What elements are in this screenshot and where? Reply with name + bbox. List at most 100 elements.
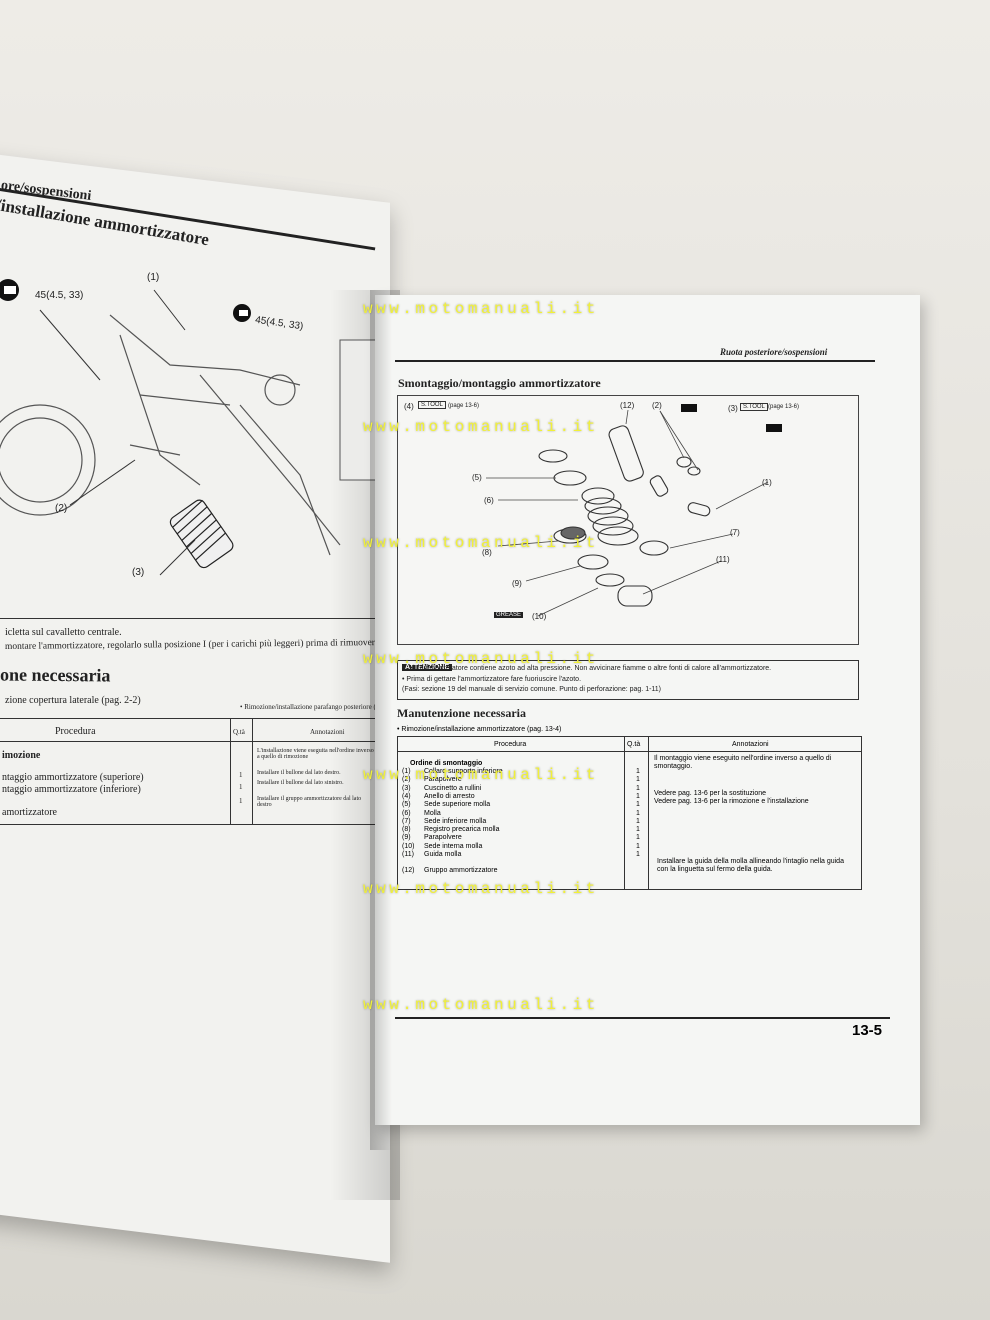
maintenance-ref: • Rimozione/installazione ammortizzatore… bbox=[397, 726, 562, 733]
left-section-title: one necessaria bbox=[0, 664, 111, 686]
tool-tag-3: S.TOOL bbox=[740, 403, 768, 411]
note-3: Vedere pag. 13-6 per la rimozione e l'in… bbox=[654, 798, 809, 805]
left-row-1: imozione bbox=[2, 750, 41, 761]
row-part-name: Molla bbox=[424, 809, 441, 817]
label-11: (11) bbox=[716, 555, 730, 564]
grease-tag: GREASE bbox=[494, 612, 524, 618]
page-number: 13-5 bbox=[852, 1022, 883, 1039]
watermark: www.motomanuali.it bbox=[363, 418, 599, 436]
exploded-shock-drawing bbox=[486, 404, 782, 617]
ring-7 bbox=[639, 540, 669, 556]
left-note-3: Installare il bullone dal lato sinistro. bbox=[257, 780, 344, 786]
right-header-rule bbox=[395, 360, 875, 362]
left-row-2: ntaggio ammortizzatore (superiore) bbox=[2, 772, 144, 783]
ring-4 bbox=[538, 449, 568, 463]
row-part-name: Guida molla bbox=[424, 851, 462, 858]
row-number: (6) bbox=[402, 809, 411, 817]
row-number: (10) bbox=[402, 842, 415, 850]
watermark: www.motomanuali.it bbox=[363, 534, 599, 552]
label-6: (6) bbox=[484, 496, 494, 505]
row-part-name: Sede interna molla bbox=[424, 842, 483, 850]
left-callout-1: (1) bbox=[147, 272, 160, 283]
row-quantity: 1 bbox=[636, 817, 640, 825]
label-2: (2) bbox=[652, 401, 662, 410]
row-quantity: 1 bbox=[636, 792, 640, 800]
label-4: (4) bbox=[404, 402, 414, 411]
row-quantity: 1 bbox=[636, 851, 640, 858]
torque-icons-right bbox=[681, 404, 782, 432]
left-ref-1: zione copertura laterale (pag. 2-2) bbox=[5, 695, 141, 706]
label-10: (10) bbox=[532, 612, 547, 621]
note-2: Vedere pag. 13-6 per la sostituzione bbox=[654, 790, 767, 797]
watermark: www.motomanuali.it bbox=[363, 650, 599, 668]
book-gutter bbox=[370, 290, 392, 1150]
left-ref-2: • Rimozione/installazione parafango post… bbox=[240, 703, 393, 711]
row-number: (5) bbox=[402, 801, 411, 809]
table-header-proc: Procedura bbox=[494, 741, 527, 748]
procedure-table bbox=[397, 736, 862, 890]
row-number: (12) bbox=[402, 867, 415, 875]
row-part-name: Anello di arresto bbox=[424, 792, 475, 800]
row-quantity: 1 bbox=[636, 784, 640, 792]
table-header-qty: Q.tà bbox=[627, 741, 641, 748]
warning-line-3: (Fasi: sezione 19 del manuale di servizi… bbox=[402, 686, 662, 693]
left-callout-2: (2) bbox=[55, 503, 68, 514]
label-9: (9) bbox=[512, 579, 522, 588]
label-4-ref: (page 13-6) bbox=[448, 403, 480, 409]
shock-absorber-drawing bbox=[169, 499, 234, 569]
row-number: (8) bbox=[402, 826, 411, 834]
label-7: (7) bbox=[730, 528, 740, 537]
note-1: Il montaggio viene eseguito nell'ordine … bbox=[654, 755, 832, 762]
right-header: Ruota posteriore/sospensioni bbox=[720, 347, 828, 357]
footer-rule bbox=[395, 1017, 890, 1019]
note-4b: con la linguetta sul fermo della guida. bbox=[657, 866, 773, 873]
warning-line-2: • Prima di gettare l'ammortizzatore fare… bbox=[402, 676, 582, 683]
label-8: (8) bbox=[482, 548, 492, 557]
note-4: Installare la guida della molla allinean… bbox=[657, 858, 844, 865]
tool-tag-4: S.TOOL bbox=[418, 401, 446, 409]
row-quantity: 1 bbox=[636, 768, 640, 775]
left-shock-diagram bbox=[0, 279, 380, 576]
row-number: (1) bbox=[402, 768, 411, 775]
left-diagram-bottom-rule bbox=[0, 618, 380, 619]
left-instruction-2: montare l'ammortizzatore, regolarlo sull… bbox=[4, 638, 383, 652]
label-5: (5) bbox=[472, 473, 482, 482]
watermark: www.motomanuali.it bbox=[363, 880, 599, 898]
left-row-3: ntaggio ammortizzatore (inferiore) bbox=[2, 784, 141, 795]
collar-1 bbox=[687, 502, 711, 517]
maintenance-title: Manutenzione necessaria bbox=[397, 706, 526, 720]
row-quantity: 1 bbox=[636, 801, 640, 809]
ring-5 bbox=[553, 470, 587, 486]
warning-box bbox=[397, 660, 859, 700]
left-qty-3: 1 bbox=[239, 783, 243, 791]
label-3-ref: (page 13-6) bbox=[768, 404, 800, 410]
row-quantity: 1 bbox=[636, 776, 640, 784]
row-part-name: Cuscinetto a rullini bbox=[424, 784, 482, 792]
right-section-title: Smontaggio/montaggio ammortizzatore bbox=[398, 376, 601, 390]
row-part-name: Parapolvere bbox=[424, 834, 462, 842]
row-number: (7) bbox=[402, 817, 411, 825]
label-12: (12) bbox=[620, 401, 635, 410]
row-part-name: Parapolvere bbox=[424, 776, 462, 784]
left-note-2: Installare il bullone dal lato destro. bbox=[257, 770, 341, 776]
row-part-name: Collare supporto inferiore bbox=[424, 768, 503, 775]
left-table-header-notes: Annotazioni bbox=[310, 728, 345, 736]
left-instruction-1: icletta sul cavalletto centrale. bbox=[5, 627, 122, 638]
ring-9 bbox=[577, 554, 609, 570]
left-table-header-proc: Procedura bbox=[55, 726, 96, 737]
row-quantity: 1 bbox=[636, 834, 640, 842]
label-1: (1) bbox=[762, 478, 772, 487]
torque-label-1: 45(4.5, 33) bbox=[35, 290, 84, 301]
shock-body bbox=[608, 425, 644, 482]
row-number: (3) bbox=[402, 784, 411, 792]
exploded-diagram bbox=[397, 395, 859, 645]
row-number: (9) bbox=[402, 834, 411, 842]
row-quantity: 1 bbox=[636, 809, 640, 817]
row-part-name: Sede inferiore molla bbox=[424, 817, 487, 825]
left-row-4: amortizzatore bbox=[2, 807, 57, 818]
left-note-4: Installare il gruppo ammortizzatore dal … bbox=[257, 796, 362, 808]
warning-line-1: • L'ammortizzatore contiene azoto ad alt… bbox=[410, 665, 772, 672]
left-note-1: L'installazione viene eseguita nell'ordi… bbox=[257, 748, 374, 760]
